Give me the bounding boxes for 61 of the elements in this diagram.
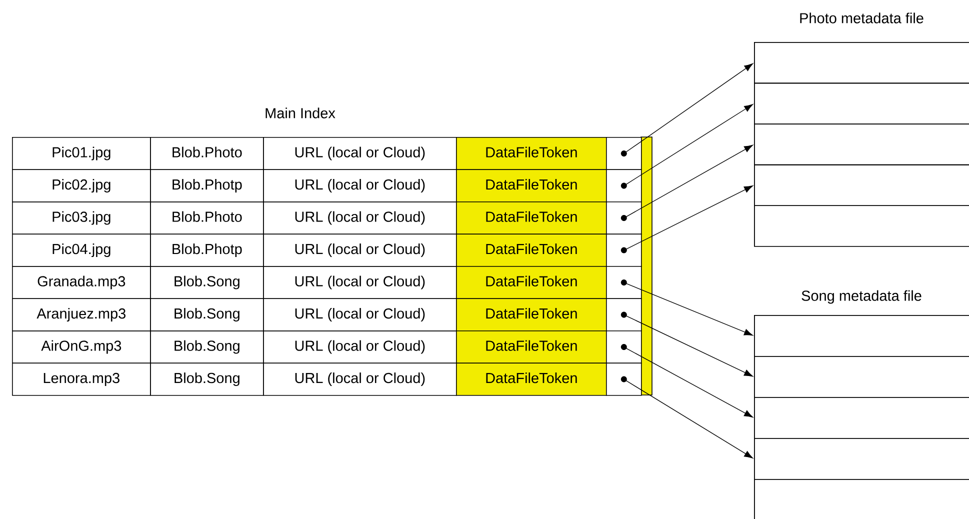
pointer-cell xyxy=(606,234,642,267)
table-cell: Blob.Song xyxy=(150,330,264,364)
table-cell: URL (local or Cloud) xyxy=(263,330,457,364)
file-row xyxy=(754,315,969,357)
arrow xyxy=(624,378,754,458)
table-cell: DataFileToken xyxy=(456,202,607,235)
arrow xyxy=(624,63,754,154)
file-row xyxy=(754,479,969,519)
table-cell: Blob.Song xyxy=(150,362,264,396)
table-cell: DataFileToken xyxy=(456,169,607,202)
file-row xyxy=(754,164,969,206)
arrow xyxy=(624,144,753,218)
table-cell: Granada.mp3 xyxy=(12,266,151,300)
arrow xyxy=(624,314,753,377)
table-cell: Pic02.jpg xyxy=(12,169,151,202)
file-row xyxy=(754,82,969,124)
table-cell: DataFileToken xyxy=(456,234,607,267)
table-cell: URL (local or Cloud) xyxy=(263,362,457,396)
table-cell: DataFileToken xyxy=(456,137,607,170)
table-cell: AirOnG.mp3 xyxy=(12,330,151,364)
file-row xyxy=(754,42,969,84)
file-row xyxy=(754,397,969,439)
pointer-cell xyxy=(606,298,642,332)
table-cell: URL (local or Cloud) xyxy=(263,169,457,202)
file-heading: Song metadata file xyxy=(802,290,922,304)
table-cell: DataFileToken xyxy=(456,266,607,300)
table-cell: DataFileToken xyxy=(456,362,607,396)
arrow xyxy=(624,282,753,336)
table-cell: Blob.Photo xyxy=(150,137,264,170)
table-cell: Lenora.mp3 xyxy=(12,362,151,396)
arrow xyxy=(624,186,753,251)
table-cell: Blob.Song xyxy=(150,298,264,332)
pointer-cell xyxy=(606,266,642,300)
table-cell: Blob.Photp xyxy=(150,169,264,202)
table-cell: URL (local or Cloud) xyxy=(263,137,457,170)
table-cell: URL (local or Cloud) xyxy=(263,202,457,235)
table-cell: Blob.Photo xyxy=(150,202,264,235)
pointer-cell xyxy=(606,169,642,202)
table-cell: Pic01.jpg xyxy=(12,137,151,170)
table-title: Main Index xyxy=(266,108,336,118)
table-cell: Blob.Song xyxy=(150,266,264,300)
pointer-cell xyxy=(606,202,642,235)
table-cell: URL (local or Cloud) xyxy=(263,266,457,300)
table-cell: Pic04.jpg xyxy=(12,234,151,267)
table-cell: DataFileToken xyxy=(456,330,607,364)
table-cell: Pic03.jpg xyxy=(12,202,151,235)
file-row xyxy=(754,438,969,480)
pointer-cell xyxy=(606,362,642,396)
file-heading: Photo metadata file xyxy=(800,12,924,24)
pointer-cell xyxy=(606,330,642,364)
file-row xyxy=(754,205,969,247)
table-cell: DataFileToken xyxy=(456,298,607,332)
file-row xyxy=(754,356,969,398)
table-cell: URL (local or Cloud) xyxy=(263,298,457,332)
table-cell: URL (local or Cloud) xyxy=(263,234,457,267)
arrow xyxy=(624,104,754,186)
file-row xyxy=(754,124,969,166)
pointer-cell xyxy=(606,137,642,170)
table-cell: Blob.Photp xyxy=(150,234,264,267)
arrow xyxy=(624,346,753,418)
table-cell: Aranjuez.mp3 xyxy=(12,298,151,332)
